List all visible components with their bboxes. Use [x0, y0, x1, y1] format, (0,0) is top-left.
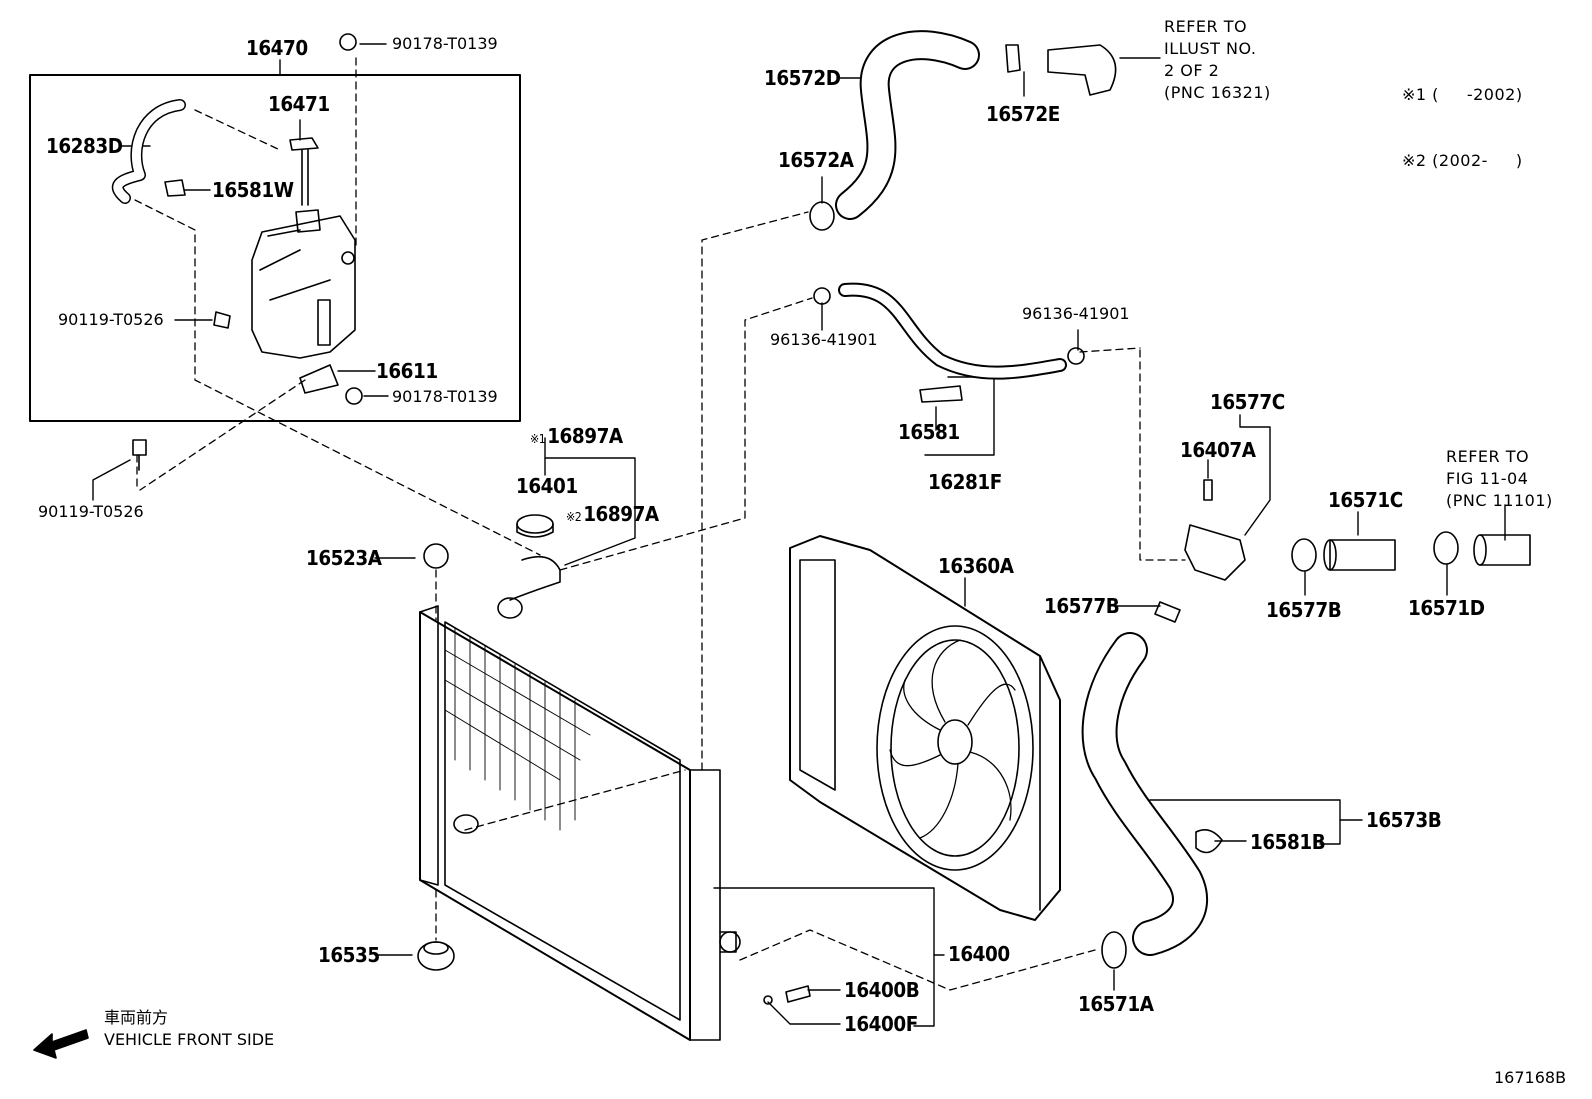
marker-2: ※2: [566, 510, 582, 524]
part-label-16611: 16611: [376, 359, 438, 383]
part-label-16897a-m2: ※216897A: [566, 502, 659, 526]
fasteners: [132, 33, 455, 971]
part-label-16571c: 16571C: [1328, 488, 1403, 512]
front-label-jp: 車両前方: [104, 1008, 169, 1027]
part-label-16400b: 16400B: [844, 978, 920, 1002]
part-label-16470: 16470: [246, 36, 308, 60]
leader-lines: [92, 43, 1506, 1027]
front-label-en: VEHICLE FRONT SIDE: [104, 1030, 275, 1049]
part-label-16577c: 16577C: [1210, 390, 1285, 414]
radiator-cap: [497, 514, 561, 619]
part-label-16281f: 16281F: [928, 470, 1002, 494]
part-label-96136-41901-left: 96136-41901: [770, 330, 878, 349]
part-label-16571d: 16571D: [1408, 596, 1485, 620]
part-label-16577b-right: 16577B: [1266, 598, 1342, 622]
front-arrow: [33, 1029, 89, 1059]
part-label-16572a: 16572A: [778, 148, 854, 172]
note-refer-illust: REFER TO ILLUST NO. 2 OF 2 (PNC 16321): [1164, 17, 1271, 102]
part-label-16523a: 16523A: [306, 546, 382, 570]
part-label-16571a: 16571A: [1078, 992, 1154, 1016]
part-label-90178-t0139-top: 90178-T0139: [392, 34, 498, 53]
part-label-16573b: 16573B: [1366, 808, 1442, 832]
part-label-16581w: 16581W: [212, 178, 294, 202]
part-label-16360a: 16360A: [938, 554, 1014, 578]
reservoir-group-box: [29, 74, 521, 422]
part-label-16407a: 16407A: [1180, 438, 1256, 462]
part-label-90178-t0139-bottom: 90178-T0139: [392, 387, 498, 406]
dashed-lines: [134, 57, 1186, 991]
note-refer-fig: REFER TO FIG 11-04 (PNC 11101): [1446, 447, 1553, 510]
fan-shroud: [789, 535, 1061, 921]
part-label-16535: 16535: [318, 943, 380, 967]
figure-id: 167168B: [1494, 1068, 1567, 1087]
part-label-16283d: 16283D: [46, 134, 123, 158]
part-label-96136-41901-right: 96136-41901: [1022, 304, 1130, 323]
hose-clamps: [763, 44, 1531, 1005]
part-label-16400f: 16400F: [844, 1012, 918, 1036]
part-label-16577b-left: 16577B: [1044, 594, 1120, 618]
part-label-16572e: 16572E: [986, 102, 1060, 126]
marker-1: ※1: [530, 432, 546, 446]
reservoir-tank: [251, 137, 356, 359]
part-label-16897a-m1: ※116897A: [530, 424, 623, 448]
part-label-16572d: 16572D: [764, 66, 841, 90]
part-label-16471: 16471: [268, 92, 330, 116]
part-label-16401: 16401: [516, 474, 578, 498]
part-label-16581: 16581: [898, 420, 960, 444]
radiator: [419, 605, 741, 1041]
note-applicability: ※1 ( -2002) ※2 (2002- ): [1402, 85, 1523, 170]
part-label-90119-t0526-box: 90119-T0526: [58, 310, 164, 329]
part-label-16581b: 16581B: [1250, 830, 1326, 854]
part-label-90119-t0526-lower: 90119-T0526: [38, 502, 144, 521]
part-label-16400: 16400: [948, 942, 1010, 966]
